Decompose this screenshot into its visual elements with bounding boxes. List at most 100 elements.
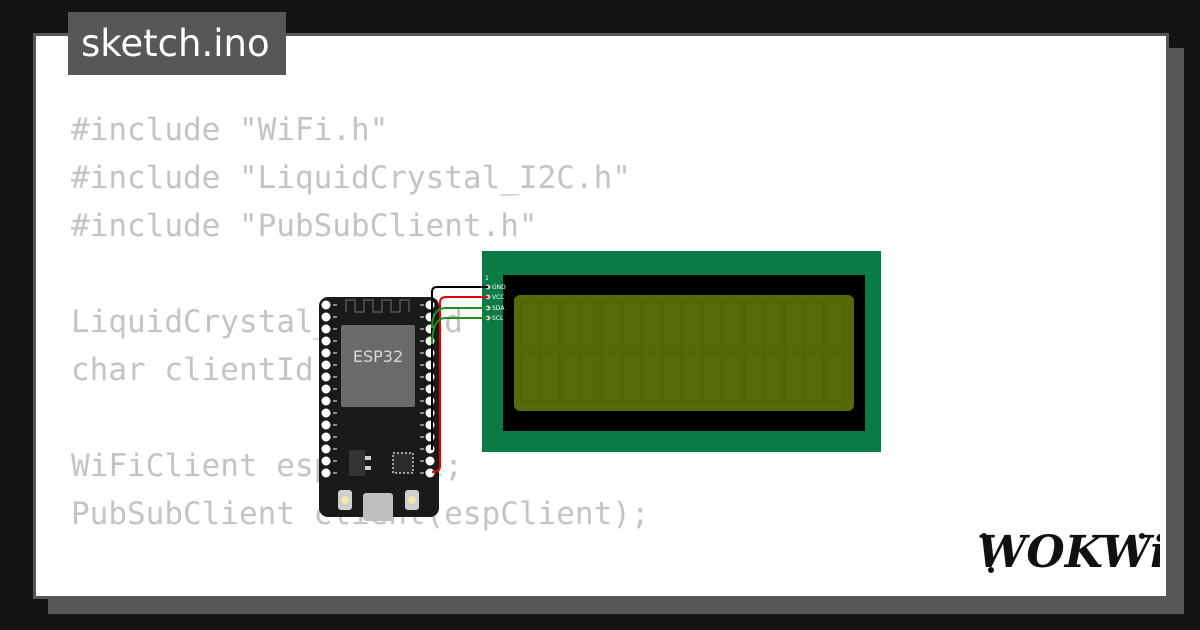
lcd-char-cell bbox=[764, 352, 784, 402]
lcd-char-cell bbox=[682, 352, 702, 402]
esp32-pin bbox=[321, 432, 331, 442]
lcd-char-cell bbox=[520, 352, 540, 402]
esp32-pin-silkscreen bbox=[333, 436, 337, 438]
logo-dot-icon bbox=[1139, 533, 1145, 539]
esp32-pin-silkscreen bbox=[333, 352, 337, 354]
esp32-pin bbox=[321, 336, 331, 346]
lcd-char-cell bbox=[662, 301, 682, 351]
esp32-pin bbox=[321, 384, 331, 394]
esp32-right-header bbox=[425, 300, 435, 478]
esp32-pin-silkscreen bbox=[333, 460, 337, 462]
code-line: #include "PubSubClient.h" bbox=[71, 208, 538, 244]
esp32-pin bbox=[425, 348, 435, 358]
antenna-trace-icon bbox=[345, 299, 410, 313]
esp32-pin-silkscreen bbox=[420, 388, 424, 390]
code-line: #include "WiFi.h" bbox=[71, 112, 389, 148]
wire-gnd[interactable] bbox=[431, 286, 488, 450]
esp32-pin-silkscreen bbox=[333, 340, 337, 342]
esp32-pin-silkscreen bbox=[420, 448, 424, 450]
esp32-pin-silkscreen bbox=[420, 472, 424, 474]
esp32-pin bbox=[425, 372, 435, 382]
lcd-pin-label: SDA bbox=[492, 305, 505, 312]
esp32-pin-silkscreen bbox=[420, 436, 424, 438]
esp32-pin bbox=[425, 468, 435, 478]
lcd-char-cell bbox=[825, 301, 844, 351]
code-line: #include "LiquidCrystal_I2C.h" bbox=[71, 160, 631, 196]
wire-vcc[interactable] bbox=[431, 296, 488, 473]
usb-port-icon bbox=[363, 493, 393, 521]
usb-uart-chip bbox=[392, 452, 414, 474]
lcd-char-cell bbox=[540, 301, 560, 351]
esp32-pin bbox=[321, 312, 331, 322]
file-tab[interactable]: sketch.ino bbox=[68, 12, 286, 75]
esp32-pin-silkscreen bbox=[420, 304, 424, 306]
lcd-char-cell bbox=[642, 352, 662, 402]
lcd-char-cell bbox=[804, 352, 824, 402]
lcd-module[interactable]: 1 GND VCC SDA SCL bbox=[482, 251, 881, 452]
esp32-pin-silkscreen bbox=[420, 400, 424, 402]
lcd-pin-label: VCC bbox=[492, 294, 504, 301]
esp32-pin bbox=[321, 348, 331, 358]
lcd-char-cell bbox=[601, 352, 621, 402]
lcd-char-cell bbox=[703, 352, 723, 402]
esp32-pin-silkscreen bbox=[333, 328, 337, 330]
esp32-pin-silkscreen bbox=[420, 376, 424, 378]
lcd-char-cell bbox=[764, 301, 784, 351]
esp32-pin bbox=[321, 444, 331, 454]
esp32-pin bbox=[321, 408, 331, 418]
wires bbox=[431, 286, 488, 473]
lcd-char-cell bbox=[703, 301, 723, 351]
esp32-pin-silkscreen bbox=[333, 412, 337, 414]
lcd-char-cell bbox=[520, 301, 540, 351]
esp32-pin-silkscreen bbox=[420, 340, 424, 342]
lcd-char-cell bbox=[825, 352, 844, 402]
esp32-pin bbox=[321, 360, 331, 370]
esp32-pin bbox=[425, 456, 435, 466]
lcd-pin-label: GND bbox=[492, 284, 506, 291]
lcd-char-cell bbox=[743, 352, 763, 402]
lcd-char-cell bbox=[682, 301, 702, 351]
lcd-char-cell bbox=[743, 301, 763, 351]
regulator-lead bbox=[365, 456, 371, 460]
esp32-pin bbox=[425, 360, 435, 370]
esp32-pin-silkscreen bbox=[333, 304, 337, 306]
esp32-pin bbox=[321, 420, 331, 430]
lcd-char-cell bbox=[601, 301, 621, 351]
lcd-char-cell bbox=[581, 301, 601, 351]
esp32-pin-silkscreen bbox=[333, 388, 337, 390]
esp32-pin-silkscreen bbox=[333, 376, 337, 378]
esp32-pin bbox=[321, 468, 331, 478]
wokwi-logo: WOKWi bbox=[977, 527, 1160, 577]
esp32-pin-silkscreen bbox=[333, 448, 337, 450]
wire-sda[interactable] bbox=[431, 307, 488, 329]
lcd-pin-header: GND VCC SDA SCL bbox=[485, 284, 506, 322]
esp32-pin bbox=[321, 456, 331, 466]
lcd-char-cell bbox=[642, 301, 662, 351]
lcd-char-cell bbox=[561, 301, 581, 351]
esp32-left-header bbox=[321, 300, 331, 478]
esp32-pin bbox=[425, 420, 435, 430]
lcd-char-cell bbox=[622, 352, 641, 402]
lcd-char-cell bbox=[723, 352, 743, 402]
code-line: char clientId bbox=[71, 352, 314, 388]
esp32-pin-silkscreen bbox=[420, 316, 424, 318]
code-line: String bbox=[71, 586, 650, 596]
esp32-pin bbox=[321, 396, 331, 406]
esp32-pin-silkscreen bbox=[420, 352, 424, 354]
esp32-board[interactable]: ESP32 bbox=[319, 297, 439, 521]
esp32-pin-silkscreen bbox=[333, 364, 337, 366]
esp32-pin bbox=[321, 324, 331, 334]
esp32-pin-silkscreen bbox=[333, 424, 337, 426]
lcd-char-cell bbox=[804, 301, 824, 351]
boot-button-cap bbox=[341, 496, 349, 504]
esp32-pin bbox=[425, 396, 435, 406]
wire-scl[interactable] bbox=[431, 317, 488, 345]
lcd-char-cell bbox=[561, 352, 581, 402]
lcd-char-cell bbox=[581, 352, 601, 402]
esp32-pin-silkscreen bbox=[420, 412, 424, 414]
esp32-pin-silkscreen bbox=[420, 460, 424, 462]
lcd-char-cell bbox=[784, 301, 804, 351]
esp32-pin bbox=[425, 384, 435, 394]
esp32-pin bbox=[425, 300, 435, 310]
